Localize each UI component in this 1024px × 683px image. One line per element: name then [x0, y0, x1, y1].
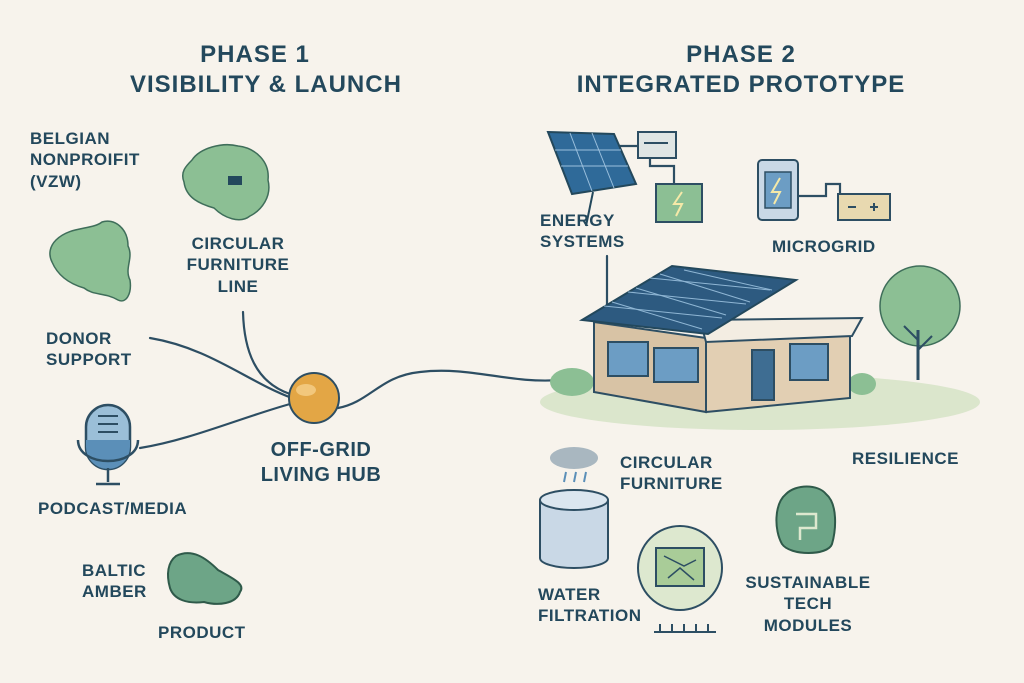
hub-label-line1: OFF-GRID	[270, 439, 372, 461]
phase1-title-line2: VISIBILITY & LAUNCH	[130, 71, 402, 98]
label-line: TECH	[783, 594, 833, 614]
phase2-title: PHASE 2 INTEGRATED PROTOTYPE	[560, 40, 922, 100]
label-product: PRODUCT	[158, 623, 246, 642]
label-podcast-media: PODCAST/MEDIA	[38, 499, 188, 518]
label-line: DONOR	[46, 329, 112, 348]
label-microgrid: MICROGRID	[772, 237, 876, 256]
bush-right-icon	[848, 373, 876, 395]
hub-label: OFF-GRID LIVING HUB	[240, 438, 402, 488]
hub-label-line2: LIVING HUB	[260, 464, 382, 486]
rain-cloud-icon	[550, 447, 598, 483]
belgium-map-icon	[49, 220, 132, 302]
phase1-title: PHASE 1 VISIBILITY & LAUNCH	[130, 40, 402, 100]
connector-microgrid	[796, 182, 842, 198]
label-circular-furniture-line: CIRCULAR FURNITURE LINE	[178, 233, 298, 297]
label-line: WATER	[538, 585, 601, 604]
map-icon	[181, 144, 270, 221]
label-line: FILTRATION	[538, 606, 642, 626]
inverter-icon	[637, 131, 677, 159]
map-marker-icon	[228, 176, 242, 185]
charging-station-icon	[757, 159, 799, 221]
rack-icon	[654, 624, 716, 633]
label-donor-support: DONOR SUPPORT	[46, 328, 132, 371]
label-line: NONPROIFIT	[30, 150, 140, 170]
connector-circular	[241, 310, 292, 396]
amber-stone-icon	[167, 552, 243, 605]
phase2-title-line2: INTEGRATED PROTOTYPE	[576, 71, 906, 98]
connector-house	[336, 369, 562, 410]
connector-podcast	[138, 402, 292, 450]
label-line: FURNITURE	[620, 474, 723, 494]
label-sustainable-tech-modules: SUSTAINABLE TECH MODULES	[738, 572, 878, 636]
connector-donor	[148, 336, 294, 400]
label-belgian-nonprofit: BELGIAN NONPROIFIT (VZW)	[30, 128, 140, 192]
label-line: BELGIAN	[30, 129, 110, 148]
label-line: SUSTAINABLE	[745, 573, 871, 592]
phase1-title-line1: PHASE 1	[200, 41, 310, 68]
phase2-title-line1: PHASE 2	[686, 41, 796, 68]
connector-solar-battery	[598, 144, 676, 186]
label-baltic-amber: BALTIC AMBER	[82, 560, 147, 603]
label-line: AMBER	[82, 582, 147, 602]
label-line: CIRCULAR	[620, 453, 713, 472]
label-line: LINE	[217, 276, 259, 296]
label-line: SUPPORT	[46, 350, 132, 370]
bush-left-icon	[550, 368, 594, 396]
label-water-filtration: WATER FILTRATION	[538, 584, 642, 627]
tree-icon	[879, 265, 961, 380]
label-line: MODULES	[763, 615, 853, 635]
label-line: CIRCULAR	[191, 234, 285, 253]
label-circular-furniture: CIRCULAR FURNITURE	[620, 452, 723, 495]
solar-panel-icon	[546, 130, 638, 227]
label-line: FURNITURE	[186, 255, 290, 275]
hub-orb	[288, 372, 340, 424]
recycle-bag-icon	[775, 485, 837, 554]
battery-icon	[655, 183, 703, 223]
label-energy-systems: ENERGY SYSTEMS	[540, 210, 625, 253]
water-tank-icon	[539, 489, 609, 569]
label-line: SYSTEMS	[540, 232, 625, 252]
label-resilience: RESILIENCE	[852, 449, 960, 468]
microphone-icon	[76, 403, 140, 486]
battery-pack-icon	[837, 193, 891, 221]
label-line: BALTIC	[82, 561, 147, 580]
connector-lines	[138, 144, 842, 450]
circuit-board-icon	[637, 525, 723, 611]
house-icon	[578, 264, 864, 414]
label-line: (VZW)	[30, 171, 82, 191]
label-line: ENERGY	[540, 211, 615, 230]
